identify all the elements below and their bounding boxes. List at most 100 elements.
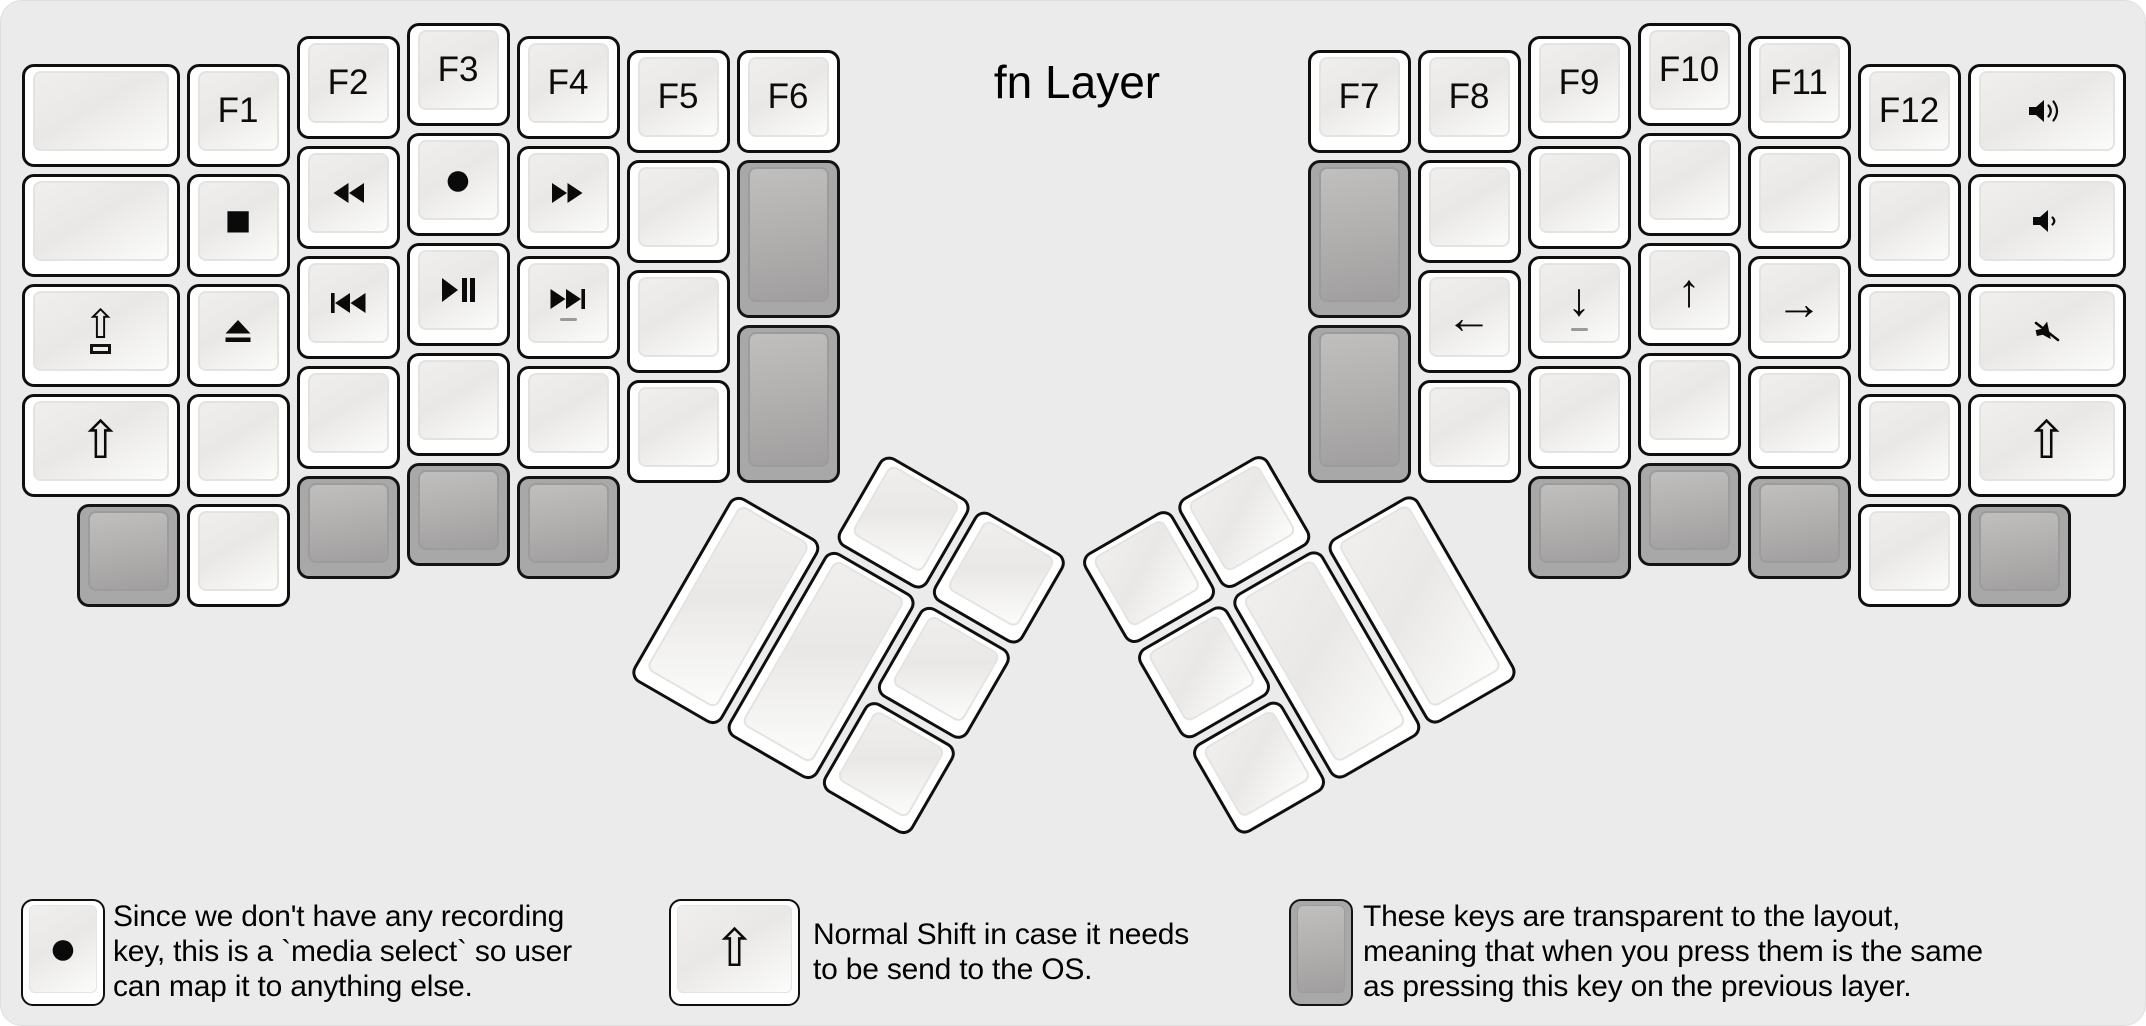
key-blank[interactable]: [1527, 146, 1631, 250]
key-shift[interactable]: ⇧: [21, 393, 180, 497]
key-prev-track[interactable]: [296, 256, 400, 360]
key-play-pause[interactable]: [406, 242, 510, 346]
key-blank[interactable]: [1527, 366, 1631, 470]
key-f5[interactable]: F5: [626, 50, 730, 153]
key-blank[interactable]: [626, 270, 730, 373]
key-volume-up[interactable]: [1967, 63, 2126, 167]
key-label: F1: [217, 90, 259, 130]
key-transparent[interactable]: [1527, 476, 1631, 580]
key-f7[interactable]: F7: [1307, 50, 1411, 153]
key-f2[interactable]: F2: [296, 36, 400, 140]
key-blank[interactable]: [1747, 146, 1851, 250]
shift-icon: ⇧: [712, 920, 757, 978]
volume-down-icon: [2030, 206, 2064, 236]
eject-icon: [223, 317, 253, 344]
key-label: F5: [657, 77, 699, 116]
key-blank[interactable]: [296, 366, 400, 470]
legend-transparent-text: These keys are transparent to the layout…: [1363, 900, 1983, 1003]
key-transparent[interactable]: [736, 160, 840, 318]
key-f6[interactable]: F6: [736, 50, 840, 153]
key-blank[interactable]: [1857, 173, 1961, 277]
key-transparent[interactable]: [1747, 476, 1851, 580]
key-blank[interactable]: [406, 352, 510, 456]
key-left-arrow[interactable]: ←: [1417, 270, 1521, 373]
key-up-arrow[interactable]: ↑: [1637, 242, 1741, 346]
legend-shift-key: ⇧: [669, 899, 800, 1006]
key-label: F10: [1658, 49, 1720, 89]
key-label: F7: [1338, 77, 1380, 116]
record-icon: ●: [443, 152, 473, 206]
key-f11[interactable]: F11: [1747, 36, 1851, 140]
key-label: F4: [547, 63, 589, 103]
key-rewind[interactable]: [296, 146, 400, 250]
right-arrow-icon: →: [1776, 277, 1822, 330]
key-transparent[interactable]: [296, 476, 400, 580]
shift-icon: ⇧: [78, 411, 123, 470]
key-label: F6: [767, 77, 809, 116]
key-transparent[interactable]: [406, 462, 510, 566]
key-transparent[interactable]: [1637, 462, 1741, 566]
homing-bar: [559, 317, 577, 321]
key-label: F9: [1558, 63, 1600, 103]
key-transparent[interactable]: [1307, 160, 1411, 318]
key-blank[interactable]: [21, 173, 180, 277]
key-record[interactable]: ●: [406, 132, 510, 236]
fast-forward-icon: [550, 180, 586, 206]
homing-bar: [1570, 327, 1588, 331]
rewind-icon: [330, 180, 366, 206]
key-blank[interactable]: [186, 503, 290, 607]
legend-record-text: Since we don't have any recording key, t…: [113, 900, 572, 1003]
key-transparent[interactable]: [736, 325, 840, 483]
volume-up-icon: [2026, 96, 2068, 126]
record-icon: ●: [48, 922, 78, 975]
key-blank[interactable]: [1637, 132, 1741, 236]
key-fast-forward[interactable]: [516, 146, 620, 250]
key-f8[interactable]: F8: [1417, 50, 1521, 153]
key-volume-down[interactable]: [1967, 173, 2126, 277]
key-blank[interactable]: [1417, 380, 1521, 483]
key-blank[interactable]: [21, 63, 180, 167]
shift-icon: ⇧: [2024, 411, 2069, 470]
key-transparent[interactable]: [516, 476, 620, 580]
key-f1[interactable]: F1: [186, 63, 290, 167]
stop-icon: ■: [224, 195, 252, 245]
key-blank[interactable]: [186, 393, 290, 497]
key-caps-lock[interactable]: ⇧: [21, 283, 180, 387]
left-arrow-icon: ←: [1446, 291, 1492, 343]
key-f9[interactable]: F9: [1527, 36, 1631, 140]
key-blank[interactable]: [1417, 160, 1521, 263]
legend-record-key: ●: [21, 899, 105, 1006]
key-f3[interactable]: F3: [406, 22, 510, 126]
caps-lock-icon: ⇧: [84, 305, 117, 354]
mute-icon: [2030, 316, 2064, 346]
key-blank[interactable]: [626, 380, 730, 483]
key-blank[interactable]: [1857, 393, 1961, 497]
key-blank[interactable]: [516, 366, 620, 470]
key-transparent[interactable]: [76, 503, 180, 607]
key-blank[interactable]: [626, 160, 730, 263]
key-f10[interactable]: F10: [1637, 22, 1741, 126]
key-right-arrow[interactable]: →: [1747, 256, 1851, 360]
down-arrow-icon: ↓: [1567, 272, 1591, 325]
key-down-arrow[interactable]: ↓: [1527, 256, 1631, 360]
key-mute[interactable]: [1967, 283, 2126, 387]
key-transparent[interactable]: [1967, 503, 2071, 607]
key-f4[interactable]: F4: [516, 36, 620, 140]
key-f12[interactable]: F12: [1857, 63, 1961, 167]
key-transparent[interactable]: [1307, 325, 1411, 483]
legend-transparent-key: [1289, 899, 1353, 1006]
key-blank[interactable]: [1857, 503, 1961, 607]
key-label: F11: [1770, 63, 1828, 103]
key-blank[interactable]: [1857, 283, 1961, 387]
play-pause-icon: [439, 275, 477, 305]
key-shift[interactable]: ⇧: [1967, 393, 2126, 497]
layer-title: fn Layer: [993, 56, 1161, 108]
key-blank[interactable]: [1747, 366, 1851, 470]
key-stop[interactable]: ■: [186, 173, 290, 277]
prev-track-icon: [328, 290, 368, 316]
key-blank[interactable]: [1637, 352, 1741, 456]
key-next-track[interactable]: [516, 256, 620, 360]
key-eject[interactable]: [186, 283, 290, 387]
